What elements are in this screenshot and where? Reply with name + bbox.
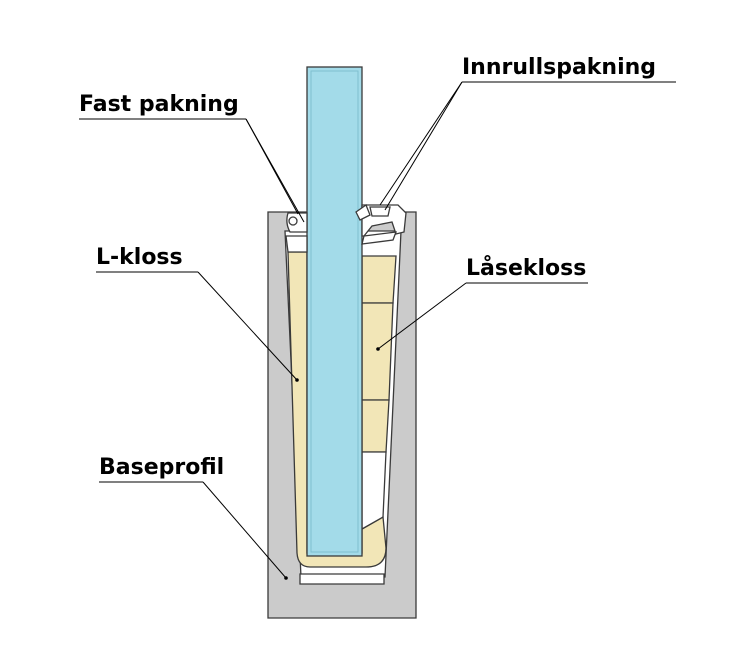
laasekloss-middle	[361, 302, 394, 401]
fast-pakning-shape	[285, 212, 308, 253]
laasekloss-label: Låsekloss	[466, 255, 586, 281]
laasekloss-wedge	[361, 451, 387, 531]
glass-panel-edge	[310, 70, 359, 553]
glass-panel	[306, 66, 363, 557]
innrullspakning-shape	[355, 203, 407, 245]
innrullspakning-callout: Innrullspakning	[379, 55, 676, 211]
l-kloss-callout: L-kloss	[96, 245, 299, 382]
laasekloss-callout: Låsekloss	[376, 255, 588, 351]
laasekloss-lower	[361, 399, 390, 453]
fast-pakning-label: Fast pakning	[79, 92, 239, 117]
baseprofil-label: Baseprofil	[99, 455, 224, 480]
baseprofil-callout: Baseprofil	[99, 455, 288, 580]
baseprofil-shape	[267, 211, 417, 619]
innrullspakning-label: Innrullspakning	[462, 55, 656, 80]
l-kloss-label: L-kloss	[96, 245, 183, 270]
laasekloss-shape	[361, 255, 397, 531]
laasekloss-upper	[361, 255, 397, 304]
baseprofil-bottom-slot	[299, 573, 385, 585]
fast-pakning-callout: Fast pakning	[79, 92, 305, 223]
